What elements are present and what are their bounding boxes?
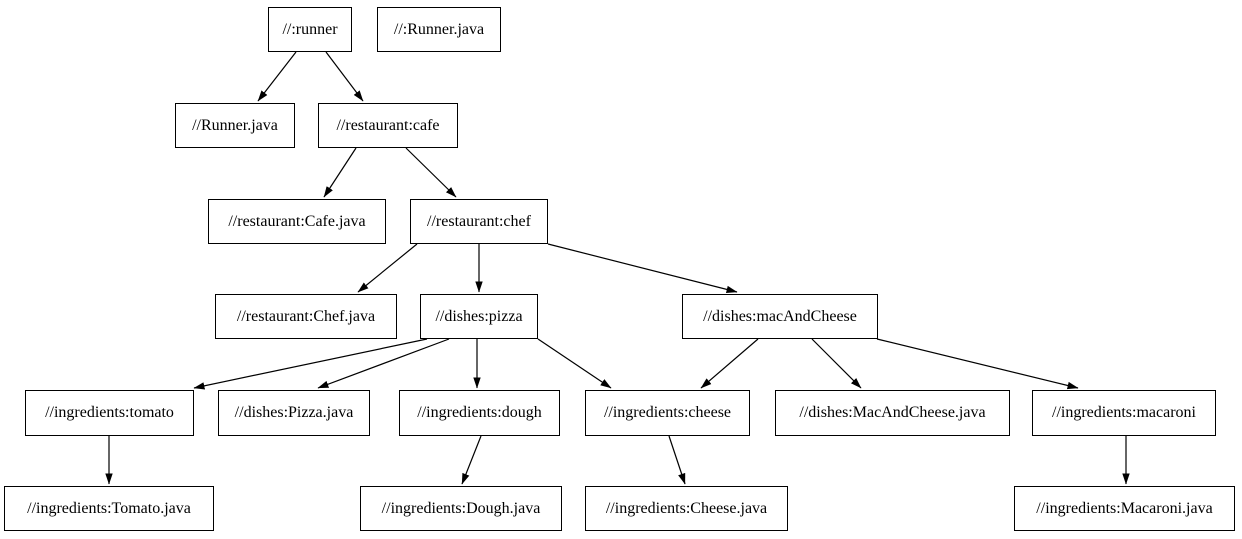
graph-edge-cafe-to-chef bbox=[405, 147, 457, 198]
graph-node-label: //restaurant:Cafe.java bbox=[228, 212, 366, 230]
graph-node-label: //ingredients:Cheese.java bbox=[605, 499, 768, 517]
graph-edge-dough-to-dough-java bbox=[461, 435, 482, 485]
graph-node-label: //restaurant:cafe bbox=[336, 116, 440, 134]
graph-node-dough-java: //ingredients:Dough.java bbox=[360, 486, 562, 531]
graph-node-chef: //restaurant:chef bbox=[410, 199, 548, 244]
graph-node-label: //ingredients:Macaroni.java bbox=[1036, 499, 1213, 517]
graph-edge-cheese-to-cheese-java bbox=[668, 435, 686, 485]
graph-node-macaroni: //ingredients:macaroni bbox=[1032, 390, 1216, 436]
graph-node-mac-and-cheese-java: //dishes:MacAndCheese.java bbox=[775, 390, 1010, 436]
graph-node-label: //ingredients:tomato bbox=[45, 404, 174, 421]
graph-node-tomato-java: //ingredients:Tomato.java bbox=[4, 486, 214, 531]
graph-edge-pizza-to-tomato bbox=[193, 338, 428, 390]
graph-edge-mac-and-cheese-to-macaroni bbox=[876, 338, 1079, 390]
graph-node-label: //dishes:macAndCheese bbox=[703, 307, 857, 325]
graph-node-label: //dishes:pizza bbox=[435, 307, 523, 325]
graph-node-runner-java: //Runner.java bbox=[175, 103, 295, 148]
graph-node-label: //:Runner.java bbox=[393, 20, 485, 38]
graph-node-label: //restaurant:Chef.java bbox=[236, 307, 376, 325]
graph-node-label: //restaurant:chef bbox=[427, 212, 531, 230]
graph-node-chef-java: //restaurant:Chef.java bbox=[215, 294, 397, 339]
graph-node-mac-and-cheese: //dishes:macAndCheese bbox=[682, 294, 878, 339]
graph-node-pizza: //dishes:pizza bbox=[420, 294, 538, 339]
graph-edge-runner-to-runner-java bbox=[257, 51, 297, 102]
graph-node-pizza-java: //dishes:Pizza.java bbox=[218, 390, 370, 436]
graph-node-label: //dishes:Pizza.java bbox=[234, 404, 354, 421]
graph-node-label: //ingredients:dough bbox=[417, 404, 542, 421]
graph-node-tomato: //ingredients:tomato bbox=[25, 390, 194, 436]
graph-node-label: //ingredients:Tomato.java bbox=[27, 499, 191, 517]
graph-edge-mac-and-cheese-to-cheese bbox=[700, 338, 759, 389]
graph-node-runner: //:runner bbox=[268, 7, 352, 52]
graph-edge-chef-to-mac-and-cheese bbox=[547, 243, 738, 294]
graph-node-macaroni-java: //ingredients:Macaroni.java bbox=[1014, 486, 1235, 531]
graph-node-label: //dishes:MacAndCheese.java bbox=[799, 404, 986, 421]
graph-edge-chef-to-chef-java bbox=[357, 243, 418, 293]
graph-node-cheese-java: //ingredients:Cheese.java bbox=[585, 486, 788, 531]
graph-edge-runner-to-cafe bbox=[325, 51, 364, 102]
graph-edge-mac-and-cheese-to-mac-and-cheese-java bbox=[811, 338, 862, 389]
graph-node-cafe: //restaurant:cafe bbox=[318, 103, 458, 148]
graph-node-label: //ingredients:Dough.java bbox=[381, 499, 541, 517]
graph-edge-pizza-to-pizza-java bbox=[317, 338, 450, 389]
graph-node-dough: //ingredients:dough bbox=[399, 390, 560, 436]
graph-node-label: //ingredients:macaroni bbox=[1052, 404, 1196, 421]
graph-edge-cafe-to-cafe-java bbox=[323, 147, 357, 198]
graph-node-root-runner-java: //:Runner.java bbox=[377, 7, 501, 52]
graph-node-label: //ingredients:cheese bbox=[603, 404, 732, 421]
graph-node-label: //Runner.java bbox=[192, 116, 278, 134]
graph-node-cheese: //ingredients:cheese bbox=[585, 390, 750, 436]
graph-node-cafe-java: //restaurant:Cafe.java bbox=[208, 199, 386, 244]
graph-node-label: //:runner bbox=[282, 20, 338, 38]
graph-edge-pizza-to-cheese bbox=[537, 338, 612, 389]
